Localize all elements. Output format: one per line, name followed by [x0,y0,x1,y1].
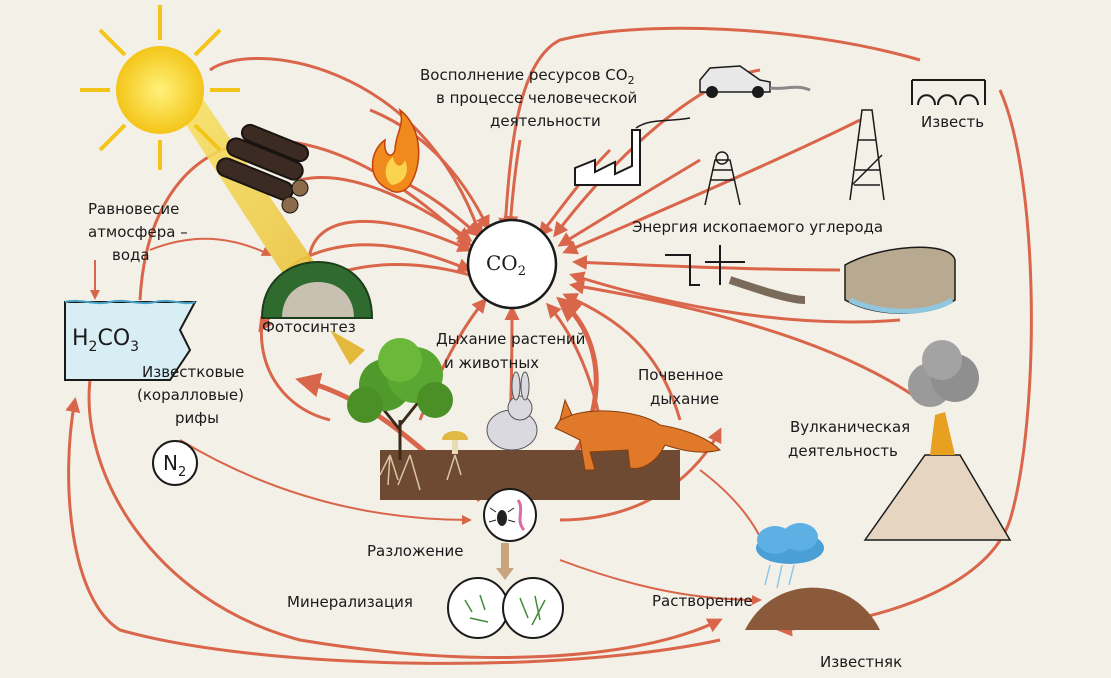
water-body [64,299,197,381]
respiration-label: Дыхание растений и животных [436,330,590,372]
sun-icon [80,5,330,300]
lime-bridge-icon [911,79,986,106]
arrow-oil-co2 [562,118,861,255]
mushroom-icon [442,431,468,454]
nitrogen-circle [152,440,198,486]
arrow-bottom-return [65,397,721,665]
mineralization-circles [447,577,564,639]
photosynthesis-label: Фотосинтез [262,318,356,336]
fossil-energy-label: Энергия ископаемого углерода [632,218,883,236]
worm-icon [516,499,526,532]
factory-icon [574,117,691,186]
arrow-outer-bottom-left [87,379,723,659]
arrow-lime-to-limestone [777,89,1033,637]
arrow-soil-co2 [562,293,682,421]
oil-reservoir-icon [844,246,956,314]
rabbit-icon [486,371,538,451]
arrow-n2-decomp [179,439,472,525]
arrow-eq [149,237,272,256]
beetle-icon [488,507,516,526]
arrow-fossil-co2 [572,255,841,272]
soil-respiration-label: Почвенное дыхание [638,366,728,408]
arrow-tower-co2 [557,158,701,247]
arrow-outer-top [498,26,921,233]
co2-center-label: CO2 [486,251,526,279]
reefs-label: Известковые (коралловые) рифы [137,363,249,427]
arrow-coal-co2 [569,271,901,324]
arrow-factory-co2 [538,148,612,238]
arrow-decomp-dissolution [559,559,762,605]
arrow-sun-co2 [209,56,484,238]
fossil-layer-icon [665,245,806,304]
equilibrium-label: Равновесие атмосфера – вода [88,200,193,264]
volcano-icon [863,340,1012,541]
arrow-wood-co2 [299,176,473,242]
oil-derrick-icon [849,109,885,201]
mineralization-label: Минерализация [287,593,413,611]
bush-icon [347,338,453,460]
decomposition-circle [483,488,537,542]
sunbeam-arrowhead [330,330,365,365]
rain-cloud-icon [756,523,824,589]
roots [379,454,462,491]
car-icon [699,65,811,98]
human-resupply-label: Восполнение ресурсов CO2 в процессе чело… [420,66,642,130]
co2-center-circle [466,218,558,310]
cycle-arrows [65,26,1033,665]
nitrogen-formula: N2 [163,451,186,480]
arrow-decomp-mineral-head [496,568,514,580]
dissolution-label: Растворение [652,592,753,610]
limestone-label: Известняк [820,653,902,671]
fire-icon [371,107,420,193]
arrow-volcano-co2 [569,279,921,402]
fox-icon [554,398,721,471]
logs-icon [216,123,310,214]
carbonic-acid-formula: H2CO3 [72,326,139,355]
lime-label: Известь [921,113,984,131]
decomposition-label: Разложение [367,542,464,560]
mine-tower-icon [704,151,741,206]
arrow-fire-top [369,108,490,231]
photosynthesis-icon [260,260,374,319]
volcanic-label: Вулканическая деятельность [788,418,915,460]
limestone-mound [745,587,880,630]
